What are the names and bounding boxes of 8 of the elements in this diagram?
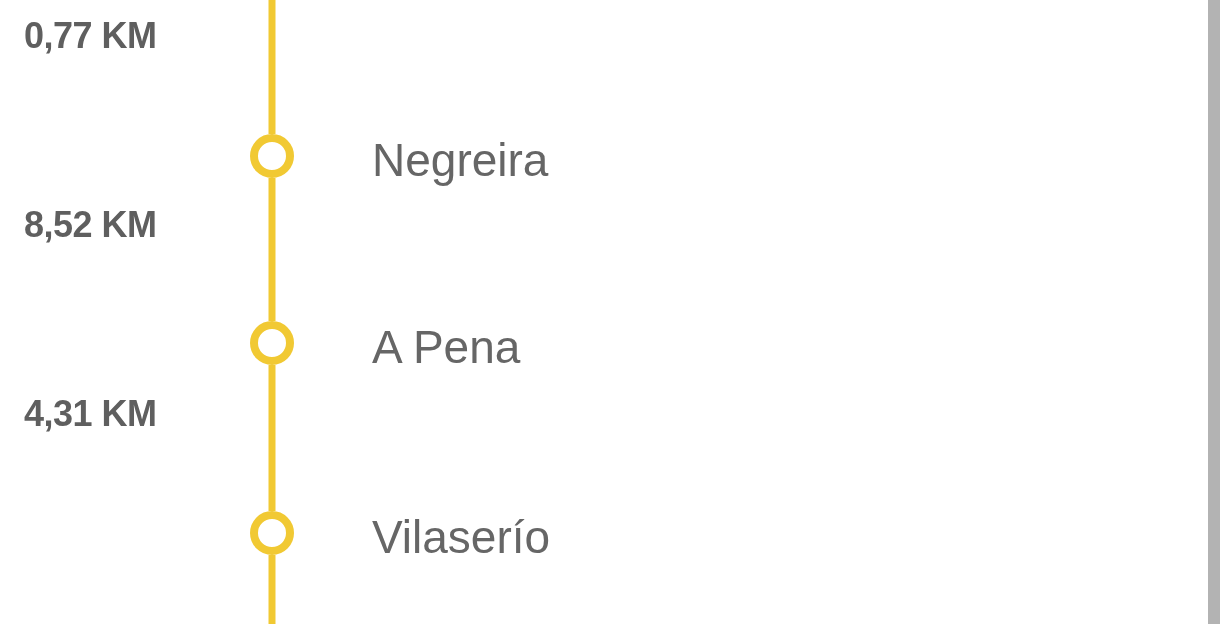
distance-label: 4,31 KM: [24, 396, 157, 432]
stop-marker: [250, 134, 294, 178]
stop-marker: [250, 321, 294, 365]
stop-name: A Pena: [372, 324, 521, 370]
distance-label: 8,52 KM: [24, 207, 157, 243]
stop-name: Vilaserío: [372, 514, 551, 560]
distance-label: 0,77 KM: [24, 18, 157, 54]
stop-marker: [250, 511, 294, 555]
